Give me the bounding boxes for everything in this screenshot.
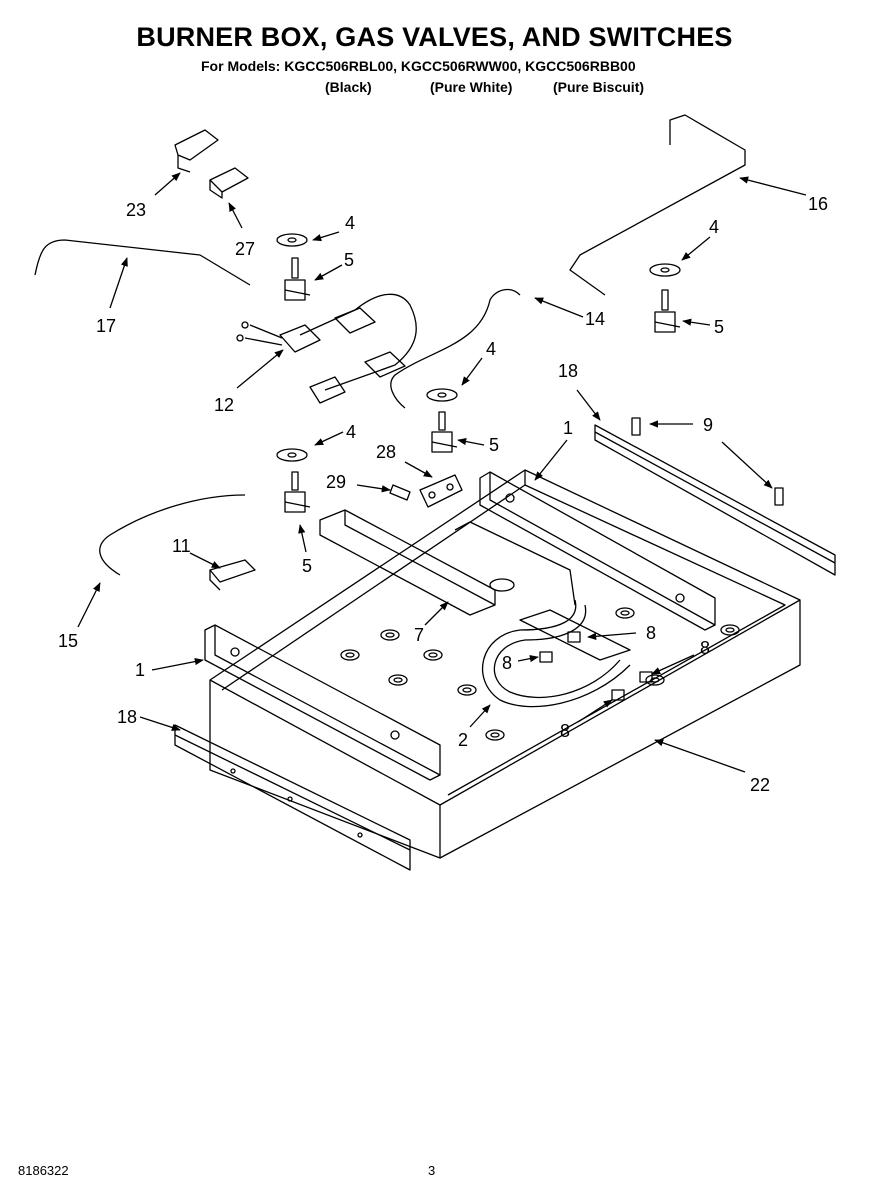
valve-group-3 [426, 388, 458, 453]
tube-15 [99, 494, 246, 576]
callout-4: 4 [709, 217, 719, 237]
callout-4: 4 [486, 339, 496, 359]
variant-pure-white: (Pure White) [430, 79, 513, 95]
manifold-bar [319, 509, 576, 616]
rail-left [204, 624, 441, 781]
callout-8: 8 [700, 638, 710, 658]
callout-5: 5 [489, 435, 499, 455]
callout-5: 5 [302, 556, 312, 576]
callout-9: 9 [703, 415, 713, 435]
bracket-23 [174, 129, 219, 173]
callout-28: 28 [376, 442, 396, 462]
tube-16 [569, 114, 746, 296]
leader-arrows [77, 172, 807, 773]
switch-27 [209, 167, 249, 199]
callout-1: 1 [135, 660, 145, 680]
callout-29: 29 [326, 472, 346, 492]
callout-2: 2 [458, 730, 468, 750]
models-line: For Models: KGCC506RBL00, KGCC506RWW00, … [201, 58, 636, 74]
burner-ports [340, 578, 740, 741]
doc-number: 8186322 [18, 1163, 69, 1178]
callout-8: 8 [646, 623, 656, 643]
variant-pure-biscuit: (Pure Biscuit) [553, 79, 645, 95]
tube-14 [390, 288, 521, 409]
callout-5: 5 [714, 317, 724, 337]
rail-right [479, 471, 716, 631]
callout-16: 16 [808, 194, 828, 214]
callout-8: 8 [560, 721, 570, 741]
callout-18: 18 [558, 361, 578, 381]
callout-18: 18 [117, 707, 137, 727]
variant-black: (Black) [325, 79, 372, 95]
screw-9a [631, 417, 641, 436]
screws-8 [539, 631, 653, 701]
bracket-11 [209, 559, 256, 591]
callout-12: 12 [214, 395, 234, 415]
valve-group-2 [649, 263, 681, 333]
gasket-28 [419, 474, 463, 508]
callout-7: 7 [414, 625, 424, 645]
callout-27: 27 [235, 239, 255, 259]
valve-group-1 [276, 233, 311, 301]
tube-17 [34, 239, 251, 286]
front-bracket [174, 724, 411, 871]
callout-17: 17 [96, 316, 116, 336]
callout-1: 1 [563, 418, 573, 438]
screw-29 [389, 484, 411, 501]
callout-11: 11 [172, 536, 191, 556]
callout-5: 5 [344, 250, 354, 270]
callout-4: 4 [345, 213, 355, 233]
callout-4: 4 [346, 422, 356, 442]
valve-group-4 [276, 448, 311, 513]
callout-23: 23 [126, 200, 146, 220]
rear-bracket [594, 424, 836, 576]
page-number: 3 [428, 1163, 436, 1178]
page-title: BURNER BOX, GAS VALVES, AND SWITCHES [136, 22, 733, 52]
callout-8: 8 [502, 653, 512, 673]
callout-14: 14 [585, 309, 605, 329]
switch-harness [236, 293, 417, 404]
callout-15: 15 [58, 631, 78, 651]
callout-22: 22 [750, 775, 770, 795]
screw-9b [774, 487, 784, 506]
